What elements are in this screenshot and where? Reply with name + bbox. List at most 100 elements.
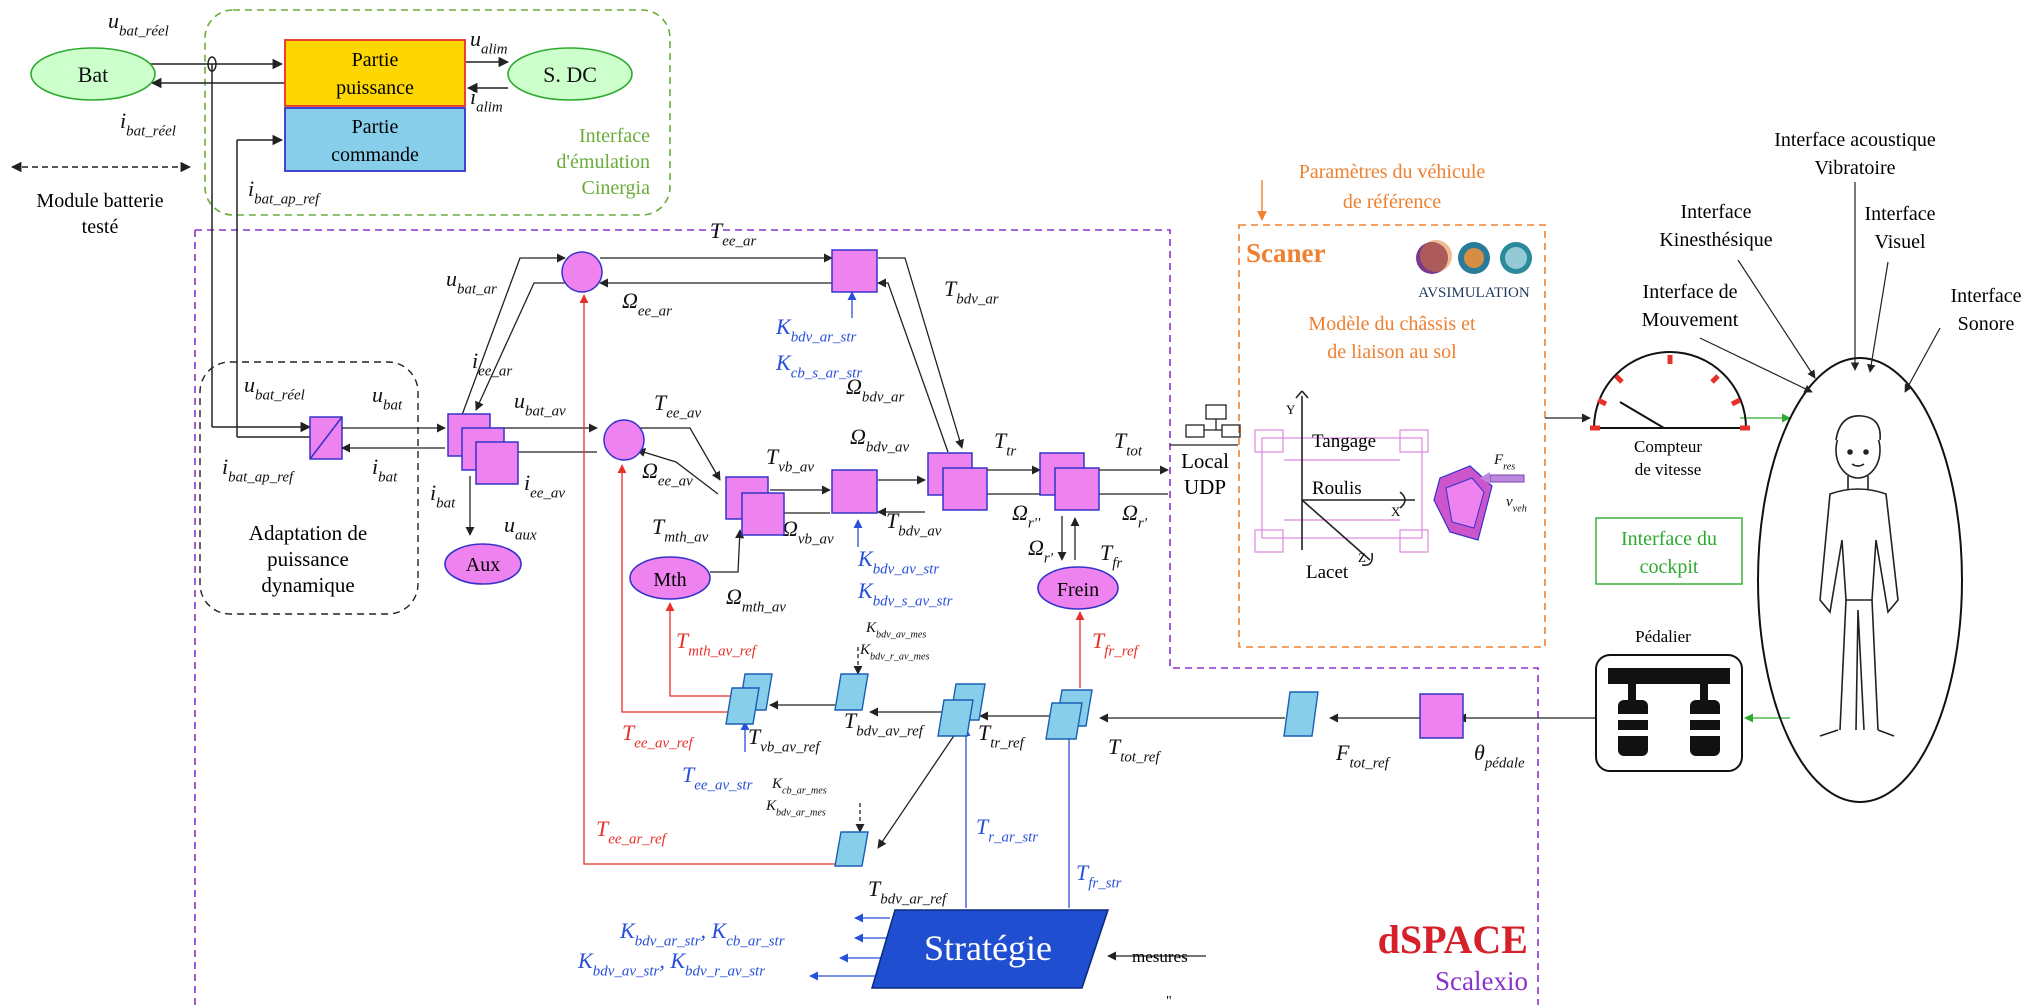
bdv-ar-ref-block [834, 831, 869, 867]
model-blocks [447, 249, 1100, 536]
params-line2: de référence [1343, 191, 1441, 213]
label-u-bat-ar: ubat_ar [446, 266, 497, 298]
partie-commande-box [284, 107, 466, 172]
label-strategy-out2: Kbdv_av_str, Kbdv_r_av_str [577, 948, 765, 980]
label-v-veh: vveh [1506, 494, 1527, 514]
axis-z: Z [1358, 550, 1366, 565]
cockpit-line2: cockpit [1640, 556, 1699, 578]
network-icon [1170, 404, 1241, 446]
label-K-bdv-r-av-mes: Kbdv_r_av_mes [859, 642, 929, 662]
label-Omega-r: Ωr' [1028, 535, 1054, 567]
distribution-block [475, 441, 519, 485]
axis-y: Y [1286, 402, 1296, 417]
adaptation-line3: dynamique [261, 573, 354, 597]
label-T-ee-av-str: Tee_av_str [682, 762, 753, 794]
variable-labels: ubat_réelibat_réelualimialimibat_ap_refu… [108, 8, 1527, 980]
dspace-brand: dSPACE [1378, 917, 1528, 962]
params-line1: Paramètres du véhicule [1299, 161, 1486, 183]
interface-emulation-line1: Interface [579, 125, 650, 147]
label-T-vb-av: Tvb_av [766, 444, 814, 476]
adaptation-region [199, 361, 419, 615]
label-Omega-vb-av: Ωvb_av [782, 516, 834, 548]
aux-label: Aux [466, 554, 500, 576]
mouvement-line2: Mouvement [1642, 309, 1739, 331]
roulis-label: Roulis [1312, 478, 1362, 499]
mesures-label: mesures [1132, 947, 1188, 966]
label-i-ee-av: iee_av [524, 470, 565, 502]
interface-emulation-line2: d'émulation [556, 151, 650, 173]
partie-commande-line1: Partie [352, 116, 399, 138]
label-K-bdv-ar-mes: Kbdv_ar_mes [765, 798, 826, 818]
label-i-ee-ar: iee_ar [472, 348, 512, 380]
axes [1295, 390, 1415, 567]
pedal-icon [1595, 654, 1743, 772]
mouvement-line1: Interface de [1643, 281, 1738, 303]
compteur-line2: de vitesse [1635, 460, 1702, 479]
label-i-alim: ialim [470, 84, 503, 116]
label-K-bdv-av-mes: Kbdv_av_mes [865, 620, 926, 640]
cinergia-region [204, 9, 671, 216]
label-Omega-bdv-av: Ωbdv_av [850, 424, 909, 456]
visuel-line1: Interface [1864, 203, 1935, 225]
label-K-bdv-av-str: Kbdv_av_str [857, 546, 939, 578]
strategie-box[interactable] [870, 909, 1110, 989]
label-u-bat: ubat [372, 382, 403, 414]
label-K-bdv-ar-str: Kbdv_ar_str [775, 314, 857, 346]
label-u-bat-reel-top: ubat_réel [108, 8, 169, 40]
label-K-bdv-s-av-str: Kbdv_s_av_str [857, 578, 953, 610]
label-T-ee-av: Tee_av [654, 390, 701, 422]
label-K-cb-s-ar-str: Kcb_s_ar_str [775, 350, 862, 382]
label-T-tot-ref: Ttot_ref [1108, 734, 1161, 766]
label-Omega-ee-av: Ωee_av [642, 458, 693, 490]
module-batterie-line1: Module batterie [36, 190, 163, 212]
speedometer [1590, 351, 1750, 431]
scaner-title: Scaner [1246, 238, 1326, 268]
human-ellipse [1757, 357, 1963, 803]
cockpit-box [1595, 517, 1743, 585]
bdv-av-ref-block [834, 673, 869, 711]
bdv-ar-block [831, 249, 878, 293]
label-T-tr: Ttr [994, 428, 1016, 460]
label-i-bat-ap-ref-adapt: ibat_ap_ref [222, 454, 295, 486]
model-blue-lines [847, 291, 863, 547]
tire-icon [1433, 465, 1525, 541]
partie-puissance-box [284, 39, 466, 107]
quote-mark: " [1166, 994, 1172, 1005]
label-u-aux: uaux [504, 512, 537, 544]
adaptation-line2: puissance [267, 547, 349, 571]
label-T-mth-av: Tmth_av [652, 514, 709, 546]
adaptation-line1: Adaptation de [249, 521, 367, 545]
interface-emulation-text: Interface d'émulation Cinergia [556, 125, 650, 199]
human-figure [1819, 415, 1899, 737]
partie-commande-line2: commande [331, 144, 419, 166]
dspace-product: Scalexio [1435, 966, 1528, 996]
label-Omega-r2: Ωr'' [1012, 500, 1041, 532]
theta-block [1419, 693, 1464, 739]
ee-ar-node [561, 251, 603, 293]
control-red-lines [579, 294, 1085, 865]
scaner-params: Paramètres du véhicule de référence [1299, 161, 1486, 213]
scaner-region [1238, 224, 1546, 648]
label-F-tot-ref: Ftot_ref [1335, 740, 1391, 772]
label-i-bat-reel-top: ibat_réel [120, 108, 176, 140]
module-batterie-text: Module batterie testé [36, 190, 163, 238]
label-T-fr-str: Tfr_str [1076, 860, 1122, 892]
label-T-mth-av-ref: Tmth_av_ref [676, 628, 758, 660]
tangage-label: Tangage [1312, 431, 1376, 452]
chassis-sketch [1254, 429, 1429, 553]
kinesthesique-line1: Interface [1680, 201, 1751, 223]
visuel-line2: Visuel [1874, 231, 1925, 253]
sdc-label: S. DC [543, 62, 597, 87]
ee-av-node [603, 419, 645, 461]
tot-block [1054, 467, 1100, 511]
label-u-alim: ualim [470, 26, 508, 58]
label-T-bdv-av: Tbdv_av [886, 508, 942, 540]
dspace-region [194, 229, 1539, 1005]
lacet-label: Lacet [1306, 562, 1349, 583]
bat-label: Bat [78, 62, 109, 87]
bdv-av-block [831, 469, 878, 514]
tr-block [942, 467, 988, 511]
compteur-line1: Compteur [1634, 437, 1702, 456]
label-i-bat-adapt: ibat [372, 454, 398, 486]
label-i-bat: ibat [430, 480, 456, 512]
